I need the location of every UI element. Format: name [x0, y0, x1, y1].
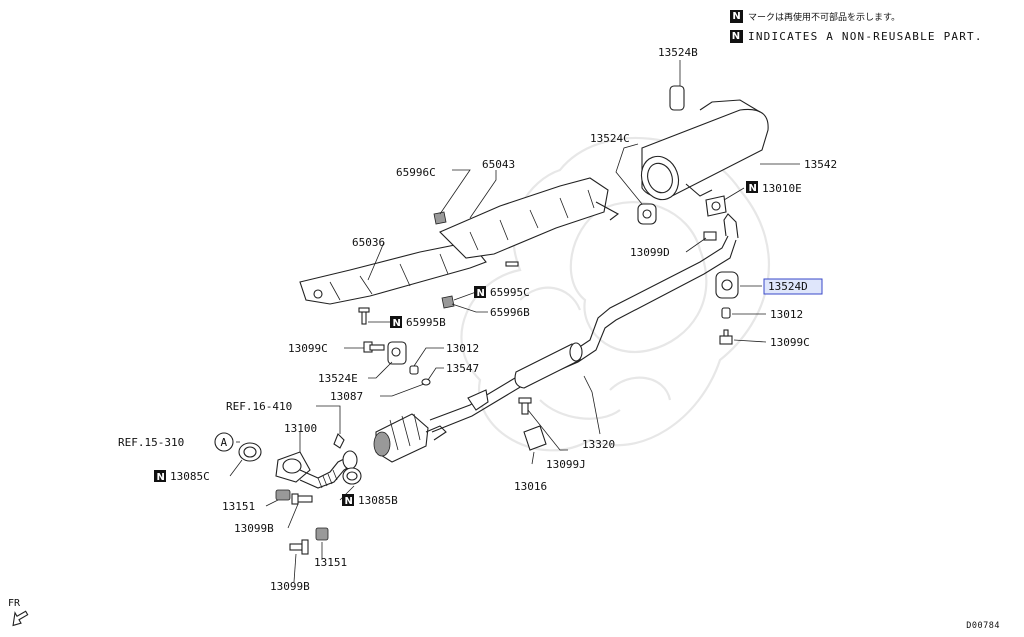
non-reusable-mark-icon: N	[730, 10, 743, 23]
non-reusable-notice-english: N INDICATES A NON-REUSABLE PART.	[730, 30, 983, 43]
label-13085c: 13085C	[170, 470, 210, 483]
washer-13087	[421, 378, 431, 386]
label-ref-15-310: REF.15-310	[118, 436, 184, 449]
label-13524b: 13524B	[658, 46, 698, 59]
label-13151-a: 13151	[222, 500, 255, 513]
label-13012-left: 13012	[446, 342, 479, 355]
hanger-13524d	[715, 271, 739, 299]
label-13099b-a: 13099B	[234, 522, 274, 535]
center-exhaust-pipe	[429, 213, 739, 433]
nut-65996b	[441, 295, 455, 309]
bolt-13099b-a	[291, 493, 313, 505]
label-13320: 13320	[582, 438, 615, 451]
main-muffler	[640, 99, 769, 201]
bushing-13012-left	[409, 365, 419, 375]
label-13099d: 13099D	[630, 246, 670, 259]
notice-english-text: INDICATES A NON-REUSABLE PART.	[748, 30, 983, 43]
non-reusable-mark: N	[749, 183, 757, 194]
spring-13151-b	[315, 527, 329, 541]
svg-text:N: N	[393, 318, 401, 329]
bolt-13099c-right	[719, 329, 733, 345]
background-watermark	[460, 136, 771, 452]
front-direction-arrow-icon	[12, 610, 29, 627]
leader-lines	[229, 60, 800, 583]
label-13524d: 13524D	[768, 280, 808, 293]
svg-text:A: A	[221, 436, 228, 449]
bolt-65995c	[505, 261, 519, 267]
highlight-13524d	[763, 278, 823, 295]
front-pipe-assembly	[275, 450, 358, 489]
gasket-13085c	[238, 442, 262, 462]
label-65995b: 65995B	[406, 316, 446, 329]
bolt-13099c-left	[363, 341, 385, 353]
bracket-13547	[467, 389, 489, 411]
gasket-13010e	[705, 195, 727, 217]
label-13012-right: 13012	[770, 308, 803, 321]
non-reusable-notice-japanese: N マークは再使用不可部品を示します。	[730, 10, 900, 23]
hanger-13016	[523, 425, 547, 451]
heat-protector-65036	[299, 241, 487, 305]
heat-protector-65043	[439, 177, 620, 259]
label-13099c-right: 13099C	[770, 336, 810, 349]
label-13547: 13547	[446, 362, 479, 375]
svg-text:N: N	[477, 288, 485, 299]
label-13524c: 13524C	[590, 132, 630, 145]
hanger-clip	[333, 433, 345, 449]
bolt-13099j	[518, 397, 532, 415]
bolt-13099b-b	[289, 539, 309, 555]
diagram-code: D00784	[966, 621, 1000, 631]
svg-text:N: N	[157, 472, 165, 483]
part-labels: 13524B 13524C 13542 N 13010E 13099D 1352…	[118, 46, 837, 593]
label-13099j: 13099J	[546, 458, 586, 471]
non-reusable-mark-icon: N	[730, 30, 743, 43]
label-13100: 13100	[284, 422, 317, 435]
label-13087: 13087	[330, 390, 363, 403]
label-65995c: 65995C	[490, 286, 530, 299]
label-13010e: 13010E	[762, 182, 802, 195]
center-resonator	[514, 342, 583, 389]
label-13542: 13542	[804, 158, 837, 171]
label-13085b: 13085B	[358, 494, 398, 507]
label-13151-b: 13151	[314, 556, 347, 569]
bolt-65995b	[358, 307, 370, 325]
notice-japanese-text: マークは再使用不可部品を示します。	[748, 13, 901, 23]
label-65036: 65036	[352, 236, 385, 249]
label-13524e: 13524E	[318, 372, 358, 385]
spring-13151-a	[275, 489, 291, 501]
label-65996b: 65996B	[490, 306, 530, 319]
hanger-13524c	[637, 203, 657, 225]
svg-text:N: N	[345, 496, 353, 507]
hanger-13524b	[669, 85, 685, 111]
label-65996c: 65996C	[396, 166, 436, 179]
circle-marker-a	[214, 432, 234, 452]
label-65043: 65043	[482, 158, 515, 171]
bushing-13012-right	[721, 307, 731, 319]
hanger-13524e	[387, 341, 407, 365]
bolt-13099d	[703, 231, 717, 241]
front-direction-label: FR	[8, 598, 21, 609]
gasket-13085b	[342, 467, 362, 485]
label-13099c-left: 13099C	[288, 342, 328, 355]
label-13016: 13016	[514, 480, 547, 493]
label-13099b-b: 13099B	[270, 580, 310, 593]
label-ref-16-410: REF.16-410	[226, 400, 292, 413]
catalytic-converter	[373, 413, 447, 463]
